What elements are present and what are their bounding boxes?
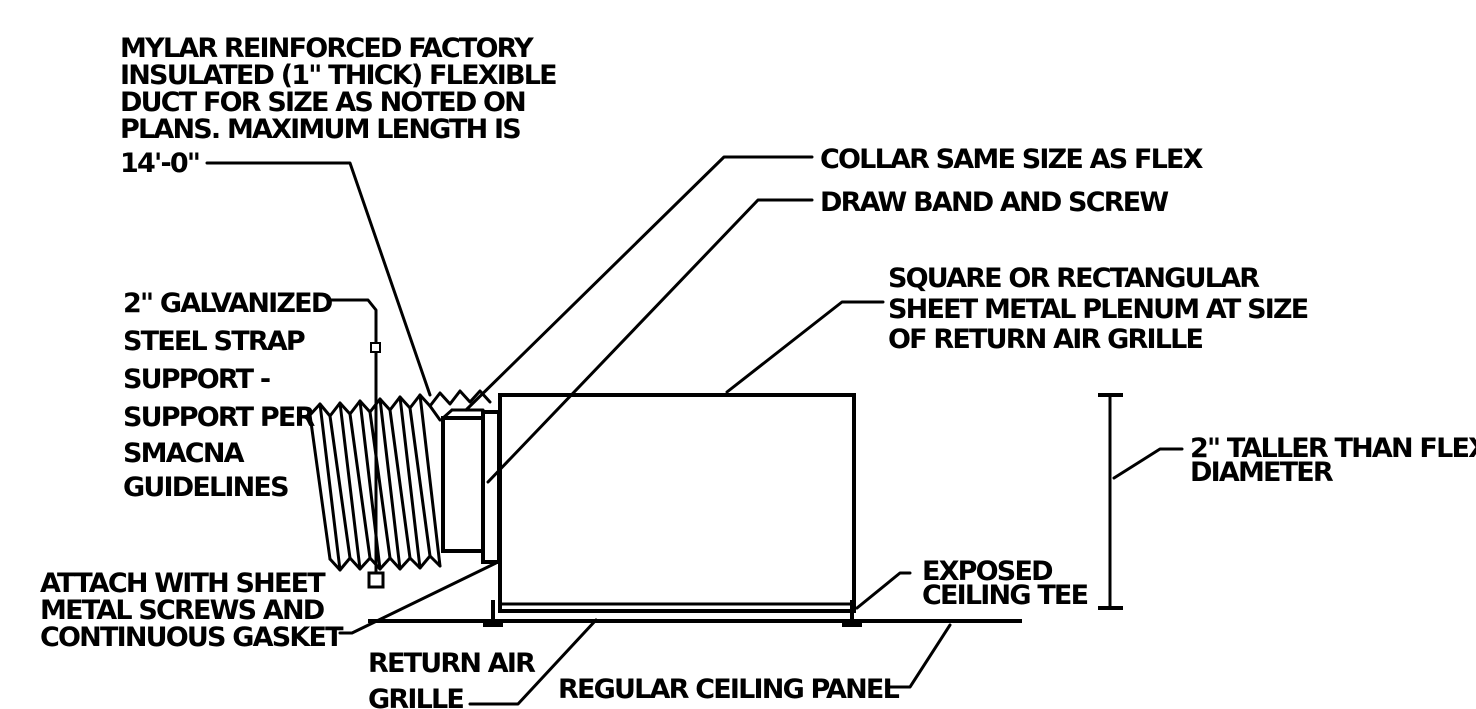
draw-band [481,410,501,564]
ceiling-tee-right [842,600,862,627]
collar-body [441,416,485,553]
label-collar: COLLAR SAME SIZE AS FLEX [820,144,1204,175]
ceiling-tee-left [483,600,503,627]
leader-plenum [725,300,885,394]
leader-taller [1112,447,1184,480]
leader-ceiling-tee [855,571,912,610]
leader-flex-duct [205,161,432,397]
label-ceiling-panel: REGULAR CEILING PANEL [558,674,900,705]
leader-lines [205,155,1184,706]
collar [441,408,501,564]
leader-grille [468,618,598,706]
flex-duct-bottom-edge [328,554,442,572]
flex-duct [308,389,492,572]
label-draw-band: DRAW BAND AND SCREW [820,187,1168,218]
label-strap: 2" GALVANIZED STEEL STRAP SUPPORT - SUPP… [123,288,339,503]
label-plenum: SQUARE OR RECTANGULAR SHEET METAL PLENUM… [888,263,1315,355]
leader-ceiling-panel [888,623,952,689]
label-attach: ATTACH WITH SHEET METAL SCREWS AND CONTI… [40,568,344,653]
label-grille: RETURN AIR GRILLE [368,648,542,709]
galvanized-strap [328,298,385,589]
leader-attach [338,561,498,635]
label-taller: 2" TALLER THAN FLEX DIAMETER [1190,433,1476,488]
flex-duct-corrugations [308,393,442,572]
leader-draw-band [486,198,814,484]
label-ceiling-tee: EXPOSED CEILING TEE [922,556,1088,611]
height-dimension [1098,393,1123,610]
leader-collar [464,155,814,412]
label-flex-duct: MYLAR REINFORCED FACTORY INSULATED (1" T… [120,33,563,179]
plenum-box [498,393,856,613]
